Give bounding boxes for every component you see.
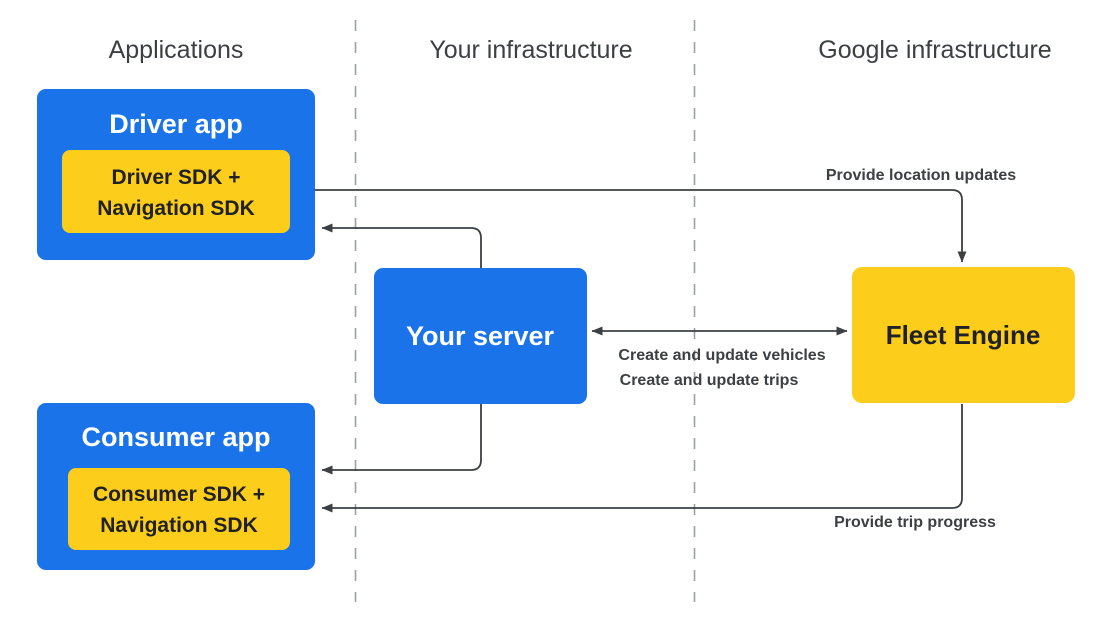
consumer-sdk-box[interactable] bbox=[68, 468, 290, 550]
edge-label-provide-location-updates: Provide location updates bbox=[826, 167, 1016, 184]
consumer-sdk-label-line1: Consumer SDK + bbox=[93, 483, 265, 506]
your-server-container[interactable] bbox=[374, 268, 587, 404]
node-your-server[interactable]: Your server bbox=[374, 268, 587, 404]
fleet-engine-container[interactable] bbox=[852, 267, 1075, 403]
node-fleet-engine[interactable]: Fleet Engine bbox=[852, 267, 1075, 403]
node-consumer-app[interactable]: Consumer app Consumer SDK + Navigation S… bbox=[37, 403, 315, 570]
fleet-engine-title: Fleet Engine bbox=[886, 320, 1041, 350]
consumer-app-title: Consumer app bbox=[81, 422, 270, 452]
zone-header-your-infrastructure: Your infrastructure bbox=[429, 36, 632, 64]
driver-sdk-label-line2: Navigation SDK bbox=[97, 197, 255, 220]
edge-fleet-engine-to-consumer-app bbox=[321, 404, 963, 513]
consumer-sdk-label-line2: Navigation SDK bbox=[100, 514, 258, 537]
node-driver-app[interactable]: Driver app Driver SDK + Navigation SDK bbox=[37, 89, 315, 260]
edge-your-server-to-consumer-app bbox=[321, 404, 482, 475]
driver-sdk-label-line1: Driver SDK + bbox=[112, 166, 241, 189]
edge-label-provide-trip-progress: Provide trip progress bbox=[834, 514, 996, 531]
edge-label-create-update-vehicles: Create and update vehicles bbox=[618, 347, 825, 364]
driver-sdk-box[interactable] bbox=[62, 150, 290, 233]
driver-app-title: Driver app bbox=[109, 109, 243, 139]
zone-header-google-infrastructure: Google infrastructure bbox=[818, 36, 1051, 64]
edge-your-server-to-driver-app bbox=[321, 223, 482, 268]
edge-label-create-update-trips: Create and update trips bbox=[620, 372, 799, 389]
your-server-title: Your server bbox=[406, 321, 555, 351]
zone-header-applications: Applications bbox=[109, 36, 244, 64]
edge-driver-to-fleet-engine bbox=[290, 189, 967, 263]
